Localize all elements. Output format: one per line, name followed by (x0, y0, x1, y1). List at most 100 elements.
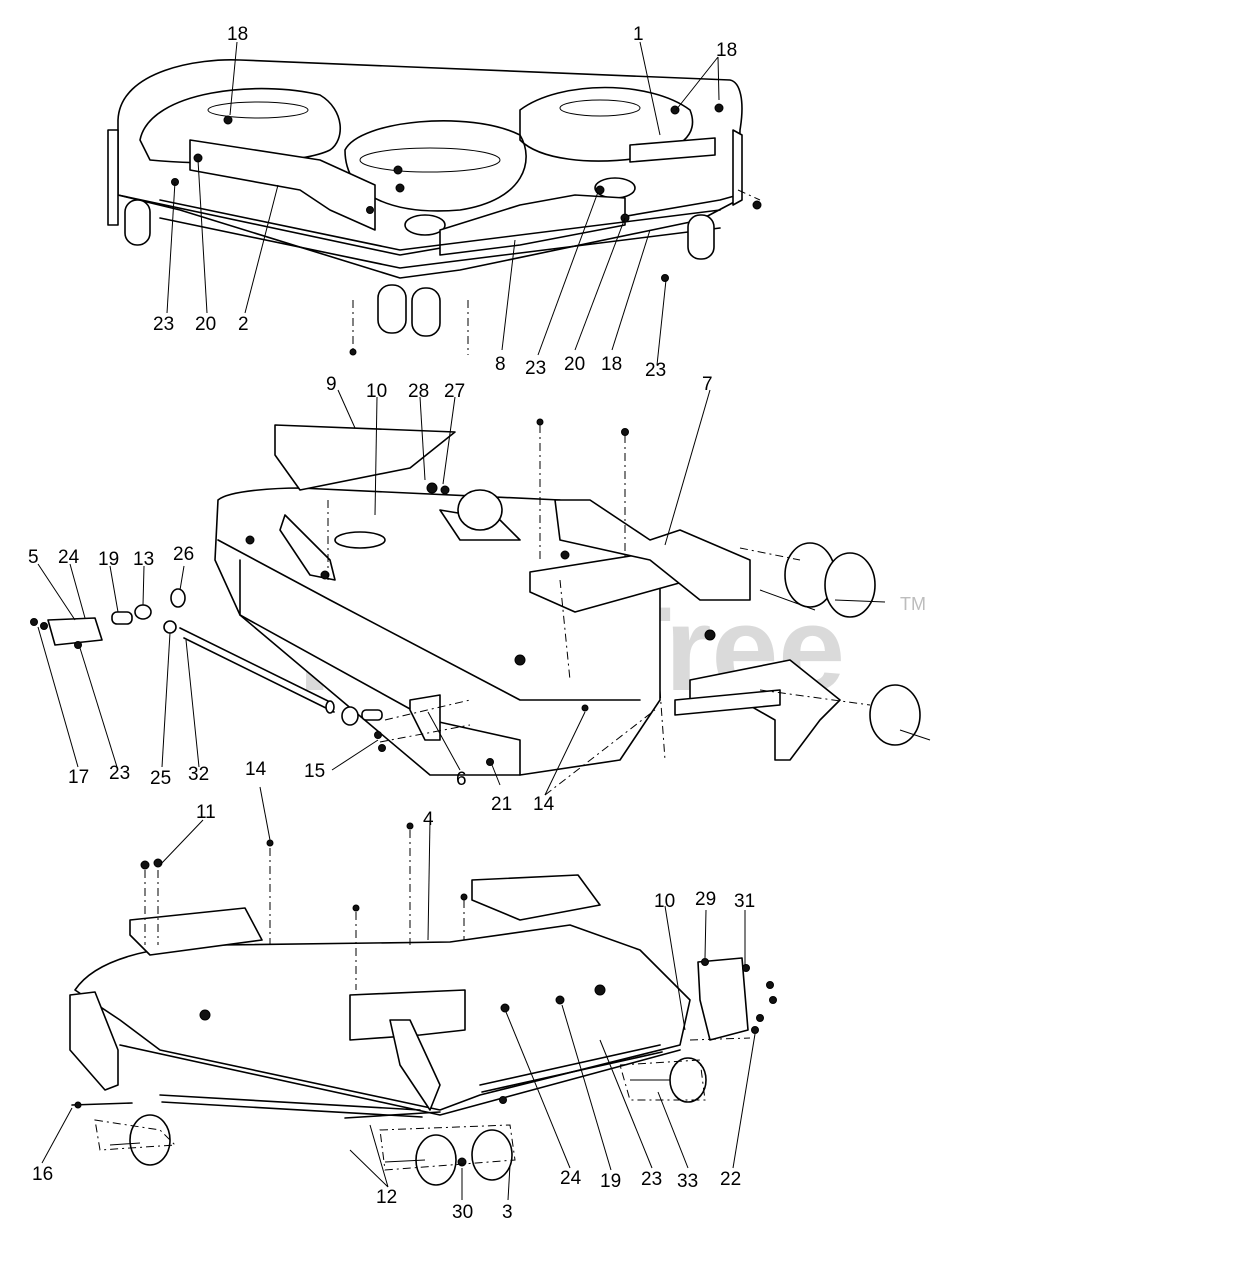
callout-label: 2 (238, 314, 249, 335)
wheel-rear-c (869, 684, 921, 746)
axle (834, 599, 886, 603)
axle (899, 729, 931, 741)
bolt (223, 115, 233, 125)
bolt (756, 1014, 764, 1022)
bolt (536, 418, 544, 426)
axle (109, 1142, 141, 1146)
centerline (737, 189, 761, 201)
callout-label: 11 (196, 802, 216, 823)
front-rail (159, 1094, 423, 1118)
wheel-16 (129, 1114, 171, 1166)
left-slot (207, 101, 309, 119)
bolt (395, 183, 405, 193)
bottom-deck-assembly (69, 822, 777, 1186)
centerline (689, 1037, 751, 1041)
right-slot (559, 99, 641, 117)
callout-label: 23 (641, 1169, 662, 1190)
wheel-front-center-a (377, 284, 407, 334)
washer-25 (163, 620, 177, 634)
bolt (514, 654, 526, 666)
nut (499, 1096, 507, 1104)
rear-rail (479, 1044, 663, 1093)
callout-label: 20 (564, 354, 585, 375)
nut (704, 629, 716, 641)
callout-label: 18 (601, 354, 622, 375)
callout-label: 23 (153, 314, 174, 335)
callout-label: 12 (376, 1187, 397, 1208)
wheel-front-right (687, 214, 715, 260)
bolt-29 (701, 958, 709, 966)
right-bowl (519, 86, 694, 162)
bottom-baffle (349, 989, 466, 1041)
centerline (384, 699, 471, 721)
callout-label: 10 (654, 891, 675, 912)
bracket-5 (47, 617, 103, 646)
clip-26 (170, 588, 186, 608)
centerline (759, 689, 871, 706)
rod-32 (179, 627, 335, 713)
bolt (406, 822, 414, 830)
callout-label: 4 (423, 809, 434, 830)
wheel-3b (471, 1129, 513, 1181)
callout-label: 23 (109, 763, 130, 784)
center-bowl (344, 120, 527, 212)
bolt (30, 618, 38, 626)
nut-21 (486, 758, 494, 766)
callout-label: 27 (444, 381, 465, 402)
callout-labels-top: 18 1 18 23 20 2 8 23 20 18 23 (153, 24, 737, 381)
pin-16 (71, 1102, 133, 1106)
nut (320, 570, 330, 580)
bolt (245, 535, 255, 545)
callout-label: 25 (150, 768, 171, 789)
right-bracket (629, 137, 716, 163)
wheel-outline (619, 1059, 706, 1101)
platform-9 (274, 424, 456, 491)
callout-label: 18 (227, 24, 248, 45)
callout-label: 6 (456, 769, 467, 790)
callout-label: 28 (408, 381, 429, 402)
pin-15b (361, 709, 383, 721)
platform-left (129, 907, 263, 956)
top-wheels (124, 199, 715, 337)
callout-label: 8 (495, 354, 506, 375)
bolt (769, 996, 777, 1004)
center-spindle (404, 214, 446, 236)
callout-labels-bottom: 14 11 4 10 29 31 16 12 30 3 24 19 23 33 … (32, 759, 755, 1223)
front-rail-lower (159, 217, 721, 269)
wing-nut (199, 1009, 211, 1021)
bolt (460, 893, 468, 901)
bolt (378, 744, 386, 752)
platform-right (471, 874, 601, 921)
wheel-mid-small (457, 489, 503, 531)
callout-label: 1 (633, 24, 644, 45)
bolt (352, 904, 360, 912)
callout-label: 9 (326, 374, 337, 395)
callout-label: 24 (560, 1168, 582, 1189)
callout-label: 21 (491, 794, 512, 815)
centerline (379, 724, 471, 743)
bolt (374, 731, 382, 739)
nut (74, 641, 82, 649)
left-baffle (189, 139, 376, 231)
callout-label: 32 (188, 764, 209, 785)
callout-label: 14 (533, 794, 555, 815)
nut-24 (500, 1003, 510, 1013)
knob-27 (440, 485, 450, 495)
callout-label: 19 (600, 1171, 621, 1192)
callout-label: 23 (645, 360, 666, 381)
callout-label: 10 (366, 381, 387, 402)
pin-15a (341, 706, 359, 726)
mid-wheels (457, 489, 931, 746)
centerline (659, 689, 666, 761)
wheel-rear-b (824, 552, 876, 618)
callout-label: 7 (702, 374, 713, 395)
nut (752, 200, 762, 210)
bracket-6 (409, 694, 441, 741)
middle-deck-assembly (30, 418, 931, 776)
nut (661, 274, 669, 282)
wing-nut (594, 984, 606, 996)
axle-pin (759, 589, 816, 611)
rod-end (325, 700, 335, 714)
callout-label: 13 (133, 549, 154, 570)
